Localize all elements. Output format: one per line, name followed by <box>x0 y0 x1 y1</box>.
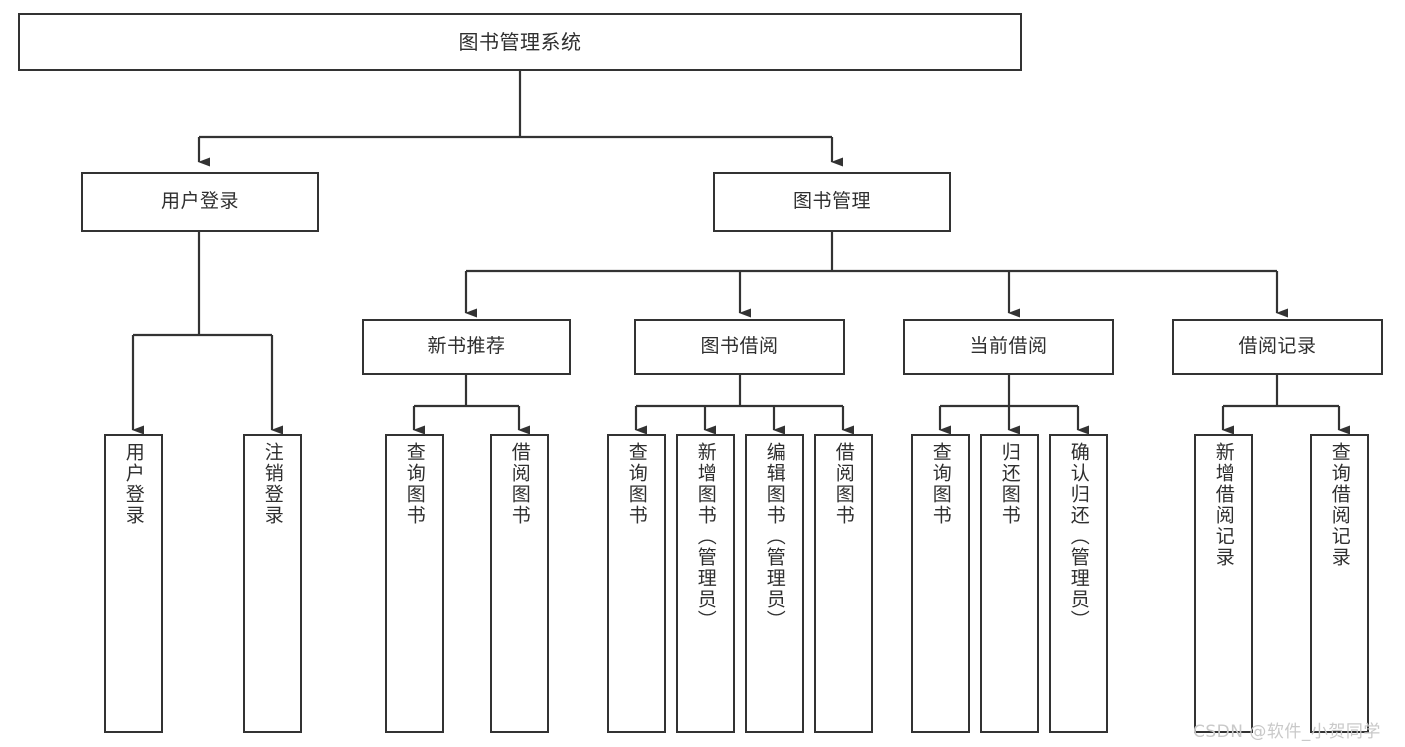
node-root-label: 图书管理系统 <box>458 29 582 54</box>
leaf-user-login-login-label: 用户登录 <box>122 442 145 526</box>
node-current-borrow-label: 当前借阅 <box>969 335 1048 358</box>
node-book-borrow-label: 图书借阅 <box>700 335 779 358</box>
leaf-new-book-query[interactable]: 查询图书 <box>385 434 444 733</box>
leaf-book-borrow-add-label: 新增图书（管理员） <box>694 442 717 631</box>
leaf-user-login-logout-label: 注销登录 <box>261 442 284 526</box>
leaf-book-borrow-query-label: 查询图书 <box>625 442 648 526</box>
leaf-borrow-record-query[interactable]: 查询借阅记录 <box>1310 434 1369 733</box>
node-new-book-recommend[interactable]: 新书推荐 <box>362 319 571 375</box>
leaf-borrow-record-query-label: 查询借阅记录 <box>1328 442 1351 568</box>
leaf-current-borrow-query-label: 查询图书 <box>929 442 952 526</box>
leaf-current-borrow-confirm[interactable]: 确认归还（管理员） <box>1049 434 1108 733</box>
leaf-new-book-borrow[interactable]: 借阅图书 <box>490 434 549 733</box>
leaf-book-borrow-edit-label: 编辑图书（管理员） <box>763 442 786 631</box>
leaf-user-login-login[interactable]: 用户登录 <box>104 434 163 733</box>
node-user-login[interactable]: 用户登录 <box>81 172 319 232</box>
leaf-book-borrow-borrow[interactable]: 借阅图书 <box>814 434 873 733</box>
leaf-new-book-borrow-label: 借阅图书 <box>508 442 531 526</box>
node-book-manage-label: 图书管理 <box>792 190 871 213</box>
leaf-current-borrow-query[interactable]: 查询图书 <box>911 434 970 733</box>
node-root[interactable]: 图书管理系统 <box>18 13 1022 71</box>
leaf-current-borrow-return-label: 归还图书 <box>998 442 1021 526</box>
leaf-book-borrow-add[interactable]: 新增图书（管理员） <box>676 434 735 733</box>
node-user-login-label: 用户登录 <box>160 190 239 213</box>
leaf-current-borrow-confirm-label: 确认归还（管理员） <box>1067 442 1090 631</box>
leaf-new-book-query-label: 查询图书 <box>403 442 426 526</box>
node-book-manage[interactable]: 图书管理 <box>713 172 951 232</box>
node-book-borrow[interactable]: 图书借阅 <box>634 319 845 375</box>
leaf-borrow-record-add[interactable]: 新增借阅记录 <box>1194 434 1253 733</box>
leaf-user-login-logout[interactable]: 注销登录 <box>243 434 302 733</box>
node-borrow-record[interactable]: 借阅记录 <box>1172 319 1383 375</box>
node-borrow-record-label: 借阅记录 <box>1238 335 1317 358</box>
leaf-book-borrow-query[interactable]: 查询图书 <box>607 434 666 733</box>
leaf-borrow-record-add-label: 新增借阅记录 <box>1212 442 1235 568</box>
watermark: CSDN @软件_小贺同学 <box>1193 722 1381 742</box>
node-new-book-recommend-label: 新书推荐 <box>427 335 506 358</box>
leaf-current-borrow-return[interactable]: 归还图书 <box>980 434 1039 733</box>
leaf-book-borrow-edit[interactable]: 编辑图书（管理员） <box>745 434 804 733</box>
leaf-book-borrow-borrow-label: 借阅图书 <box>832 442 855 526</box>
node-current-borrow[interactable]: 当前借阅 <box>903 319 1114 375</box>
